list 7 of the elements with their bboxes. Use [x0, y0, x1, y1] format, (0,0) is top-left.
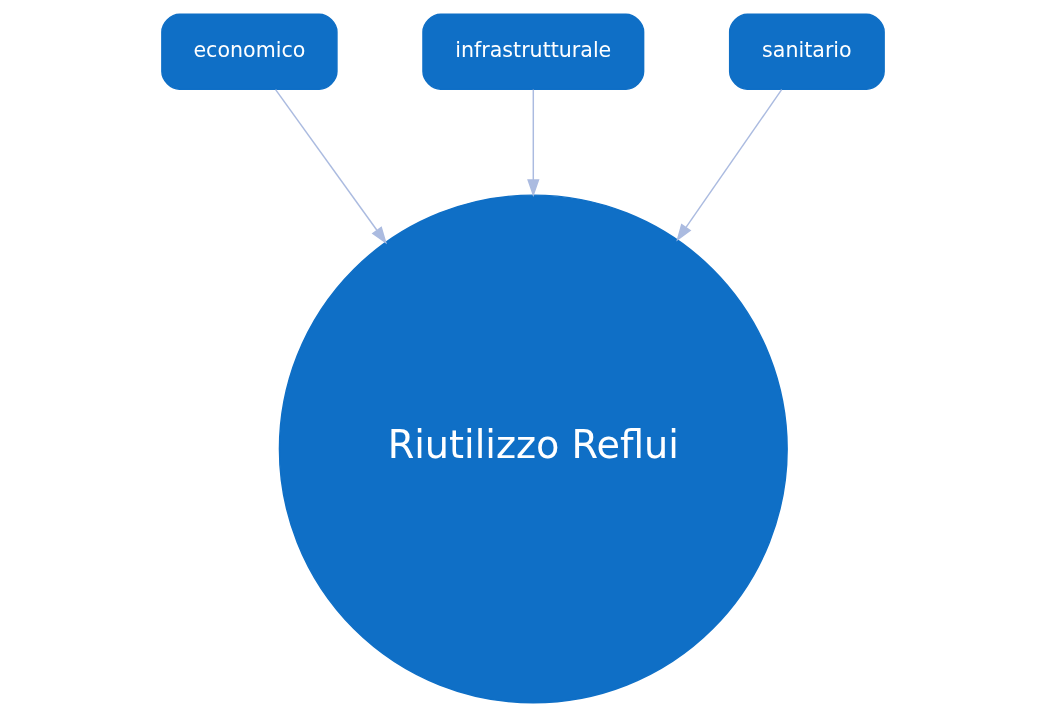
arrow: [274, 88, 387, 245]
node-circle: Riutilizzo Reflui: [278, 194, 788, 704]
node-box: sanitario: [728, 13, 885, 90]
node-box: infrastrutturale: [422, 13, 645, 90]
arrow: [527, 88, 540, 198]
node-box: economico: [161, 13, 338, 90]
arrow: [676, 88, 783, 242]
